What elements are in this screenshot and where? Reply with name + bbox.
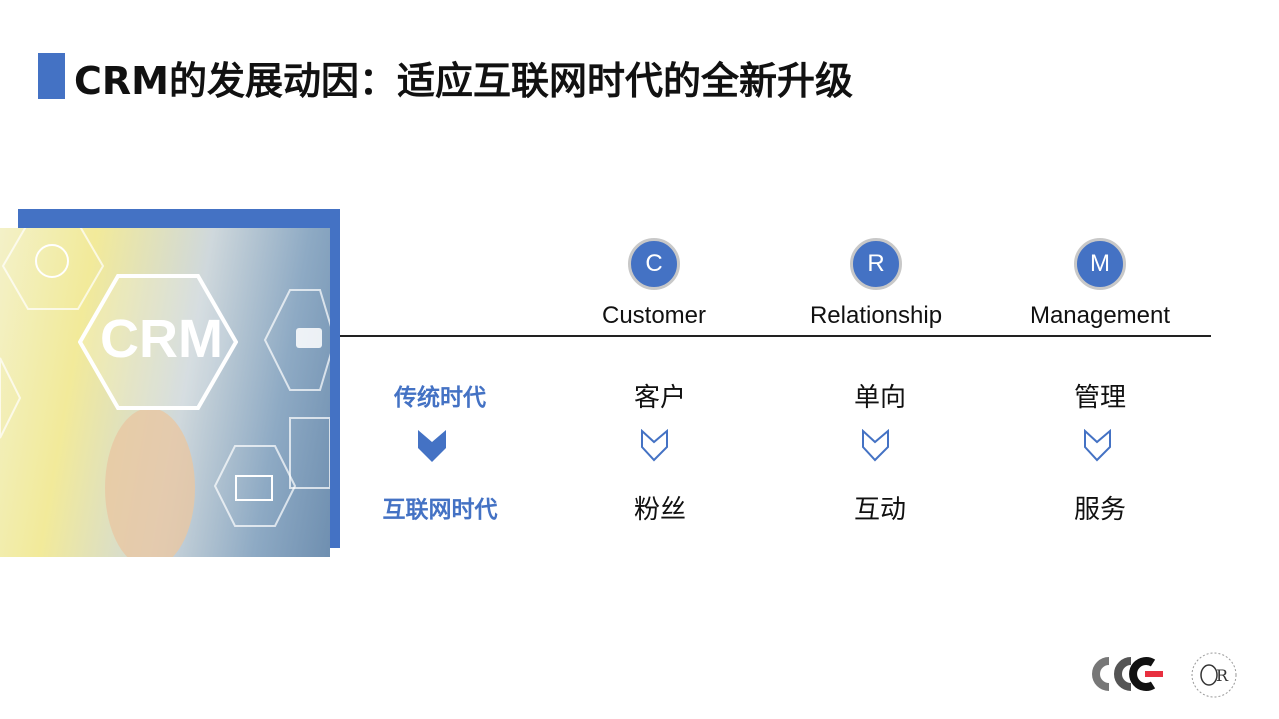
before-term: 管理 (1073, 383, 1126, 413)
title-accent-bar (38, 53, 65, 99)
crm-hexagon-icon (78, 274, 238, 410)
era-traditional: 传统时代 (394, 385, 486, 411)
ccg-logo (1092, 657, 1163, 691)
outline-chevron-down-icon (862, 429, 889, 462)
svg-text:R: R (1216, 666, 1229, 685)
column-relationship: R Relationship (776, 238, 976, 330)
divider-line (340, 335, 1211, 337)
outline-chevron-down-icon (1084, 429, 1111, 462)
filled-chevron-down-icon (418, 430, 446, 462)
english-term: Customer (601, 302, 707, 329)
column-customer: C Customer (554, 238, 754, 330)
era-internet: 互联网时代 (382, 497, 498, 523)
after-term: 粉丝 (633, 495, 686, 525)
crm-photo: CRM (0, 228, 330, 557)
hexagon-pattern (0, 228, 330, 557)
strategy-brain-logo: R (1191, 652, 1237, 698)
letter-circle: M (1074, 238, 1126, 290)
english-term: Management (1029, 302, 1171, 329)
crm-image-label: CRM (100, 309, 223, 369)
before-term: 客户 (633, 383, 686, 413)
after-term: 服务 (1073, 495, 1126, 525)
page-title: CRM的发展动因：适应互联网时代的全新升级 (74, 59, 853, 103)
letter-circle: R (850, 238, 902, 290)
column-management: M Management (1000, 238, 1200, 330)
before-term: 单向 (853, 383, 906, 413)
after-term: 互动 (853, 495, 906, 525)
letter-circle: C (628, 238, 680, 290)
english-term: Relationship (809, 302, 943, 329)
outline-chevron-down-icon (641, 429, 668, 462)
